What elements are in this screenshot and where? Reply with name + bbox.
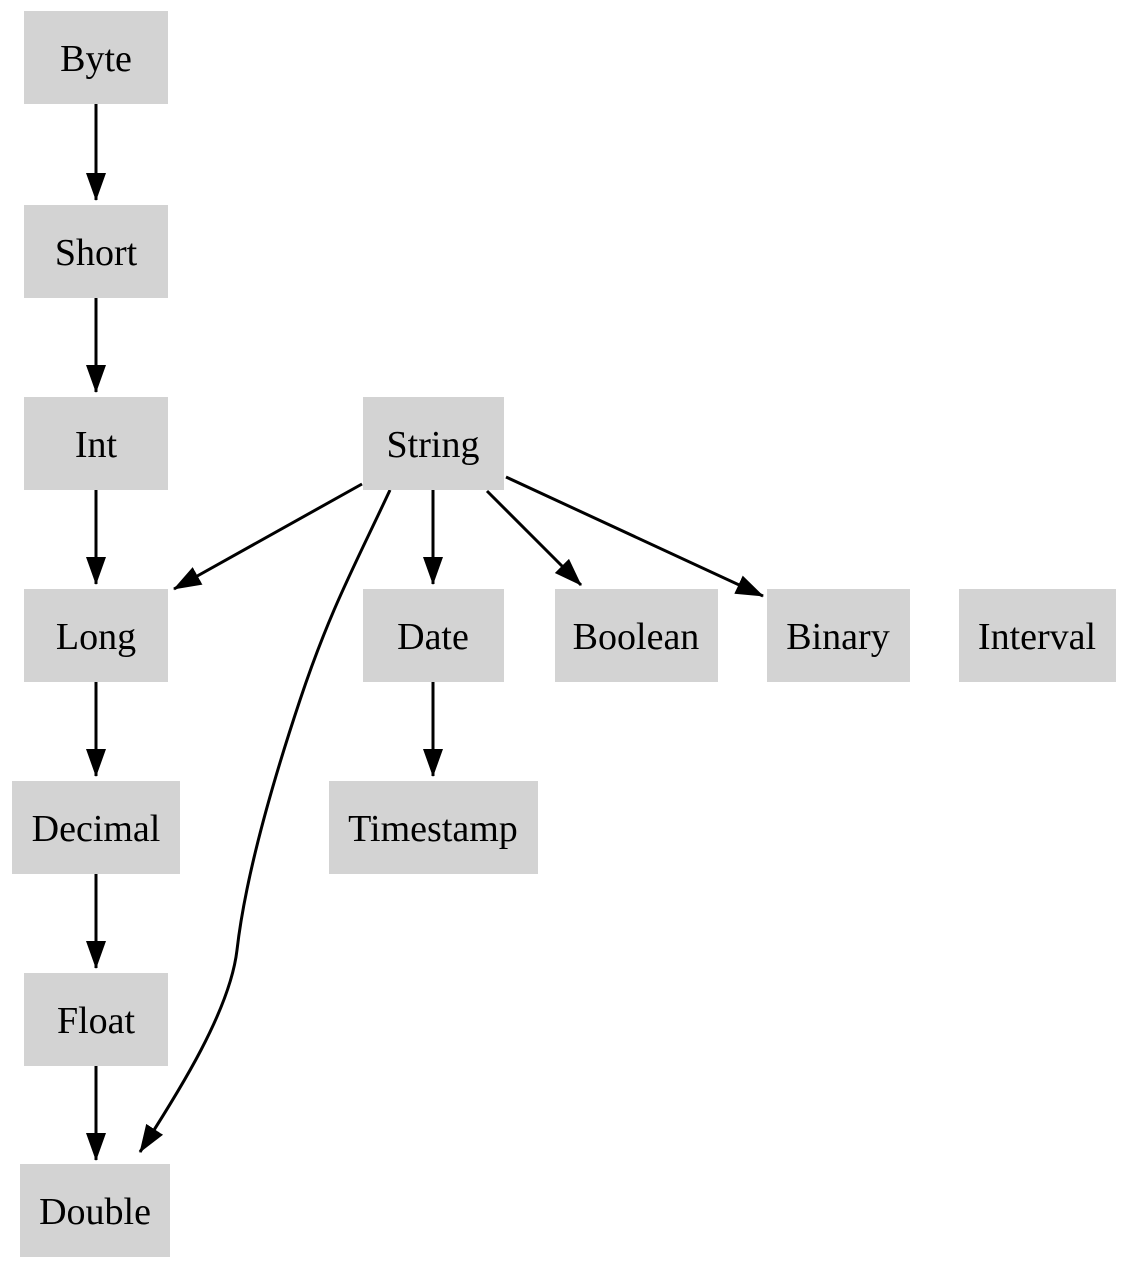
node-string: String [363, 397, 504, 490]
node-double: Double [20, 1164, 170, 1257]
node-binary-box [767, 589, 910, 682]
node-timestamp: Timestamp [329, 781, 538, 874]
node-decimal: Decimal [12, 781, 180, 874]
node-boolean: Boolean [555, 589, 718, 682]
node-byte: Byte [24, 11, 168, 104]
node-interval-box [959, 589, 1116, 682]
node-short: Short [24, 205, 168, 298]
node-short-label: Short [55, 232, 138, 274]
node-boolean-box [555, 589, 718, 682]
node-float: Float [24, 973, 168, 1066]
node-long-box [24, 589, 168, 682]
node-string-box [363, 397, 504, 490]
node-date: Date [363, 589, 504, 682]
node-interval-label: Interval [978, 616, 1096, 658]
edge-string-to-boolean [485, 489, 583, 587]
node-timestamp-box [329, 781, 538, 874]
node-interval: Interval [959, 589, 1116, 682]
node-float-label: Float [57, 1000, 136, 1042]
node-timestamp-label: Timestamp [348, 808, 518, 850]
node-string-label: String [387, 424, 480, 466]
node-long-label: Long [56, 616, 136, 658]
node-boolean-label: Boolean [573, 616, 700, 658]
node-short-box [24, 205, 168, 298]
node-double-label: Double [39, 1191, 151, 1233]
edge-string-to-double [138, 489, 392, 1153]
node-binary-label: Binary [786, 616, 889, 658]
node-int-label: Int [75, 424, 118, 466]
node-byte-box [24, 11, 168, 104]
edge-string-to-long [173, 482, 363, 591]
node-decimal-box [12, 781, 180, 874]
node-date-label: Date [397, 616, 469, 658]
node-date-box [363, 589, 504, 682]
node-float-box [24, 973, 168, 1066]
node-int-box [24, 397, 168, 490]
node-long: Long [24, 589, 168, 682]
node-byte-label: Byte [60, 38, 132, 80]
node-decimal-label: Decimal [32, 808, 161, 850]
node-double-box [20, 1164, 170, 1257]
edge-string-to-binary [505, 475, 764, 598]
node-binary: Binary [767, 589, 910, 682]
node-int: Int [24, 397, 168, 490]
